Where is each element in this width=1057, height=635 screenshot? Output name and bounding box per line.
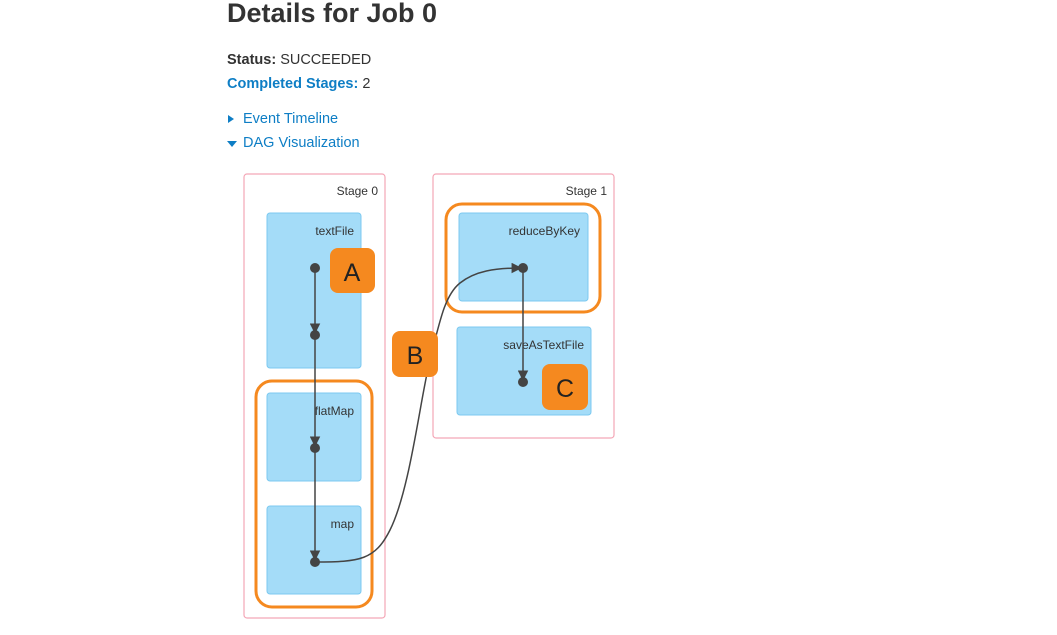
stage-0-title: Stage 0 [337, 184, 379, 198]
highlight-flatmap-map [254, 379, 374, 609]
node-flatmap [310, 443, 320, 453]
completed-stages: Completed Stages: 2 [227, 76, 370, 92]
status-label: Status: [227, 52, 277, 68]
node-reducebykey [518, 263, 528, 273]
stage-1-title: Stage 1 [566, 184, 608, 198]
op-map[interactable]: map [266, 505, 362, 595]
op-saveastextfile-label: saveAsTextFile [503, 338, 584, 352]
stage-0-cluster[interactable]: Stage 0 [243, 173, 386, 619]
dag-visualization-label: DAG Visualization [243, 135, 360, 151]
badge-c-label: C [556, 375, 574, 403]
event-timeline-label: Event Timeline [243, 111, 339, 127]
dag-visualization-toggle[interactable]: DAG Visualization [227, 135, 360, 151]
node-textfile-2 [310, 330, 320, 340]
op-reducebykey[interactable]: reduceByKey [458, 212, 589, 302]
job-status: Status: SUCCEEDED [227, 52, 371, 68]
annotation-badge-b: B [392, 331, 438, 377]
node-textfile-1 [310, 263, 320, 273]
page-title: Details for Job 0 [227, 0, 438, 28]
completed-stages-link[interactable]: Completed Stages: [227, 76, 359, 92]
triangle-right-icon [227, 111, 237, 127]
status-value: SUCCEEDED [280, 52, 372, 68]
completed-stages-count: 2 [362, 76, 371, 92]
node-map [310, 557, 320, 567]
event-timeline-toggle[interactable]: Event Timeline [227, 111, 338, 127]
op-map-label: map [331, 517, 355, 531]
badge-b-label: B [407, 342, 424, 370]
op-reducebykey-label: reduceByKey [509, 224, 580, 238]
badge-a-label: A [344, 259, 361, 287]
dag-nodes [310, 263, 528, 567]
op-flatmap-label: flatMap [315, 404, 355, 418]
triangle-down-icon [227, 135, 237, 151]
stage-1-cluster[interactable]: Stage 1 [432, 173, 615, 439]
op-flatmap[interactable]: flatMap [266, 392, 362, 482]
node-saveastextfile [518, 377, 528, 387]
annotation-badge-c: C [542, 364, 588, 410]
op-textfile-label: textFile [315, 224, 354, 238]
annotation-badge-a: A [330, 248, 375, 293]
